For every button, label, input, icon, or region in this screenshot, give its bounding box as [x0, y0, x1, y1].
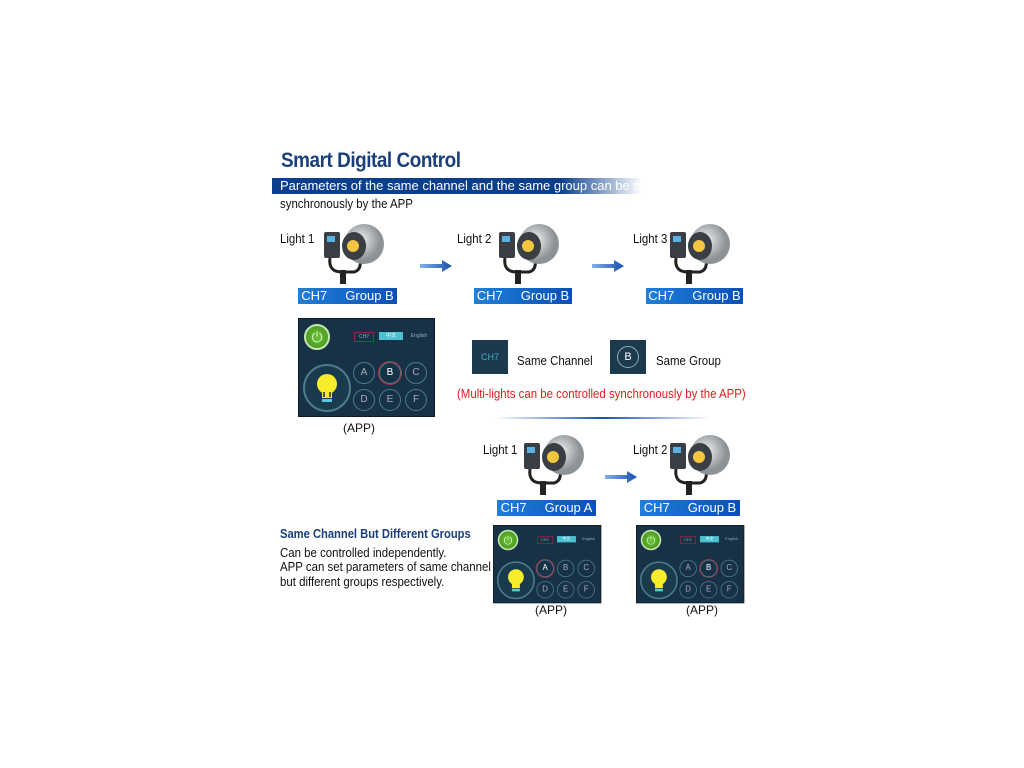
sync-note: (Multi-lights can be controlled synchron… [457, 386, 746, 401]
group: Group B [520, 288, 570, 303]
channel: CH7 [476, 288, 503, 303]
same-group-label: Same Group [656, 353, 721, 368]
studio-light-icon [520, 433, 586, 497]
group-button-a[interactable]: A [353, 362, 375, 384]
divider [495, 417, 710, 419]
app-caption: (APP) [535, 603, 568, 617]
app-caption: (APP) [343, 421, 376, 435]
group: Group B [687, 500, 737, 515]
app-caption: (APP) [686, 603, 719, 617]
studio-light-icon [666, 222, 732, 286]
light-2-label: Light 2 [457, 231, 492, 246]
group-button-d[interactable]: D [536, 581, 554, 599]
tab-channel[interactable]: CH7 [537, 536, 554, 544]
group-button-d[interactable]: D [679, 581, 697, 599]
group-button-c[interactable]: C [405, 362, 427, 384]
group-button-f[interactable]: F [405, 389, 427, 411]
channel: CH7 [301, 288, 328, 303]
group-button-b[interactable]: B [378, 361, 402, 385]
app-panel-group-a: ⏻ CH7 中文 English A B C D E F [493, 525, 602, 604]
group-button-b[interactable]: B [699, 558, 719, 578]
channel: CH7 [648, 288, 675, 303]
lightbulb-icon[interactable] [496, 561, 535, 600]
group: Group B [345, 288, 394, 303]
tab-chinese[interactable]: 中文 [556, 536, 576, 543]
page-title: Smart Digital Control [281, 149, 461, 172]
tab-channel[interactable]: CH7 [354, 332, 374, 342]
light-1-label: Light 1 [483, 442, 518, 457]
group-button-e[interactable]: E [379, 389, 401, 411]
lightbulb-icon[interactable] [303, 364, 351, 412]
section-heading: Same Channel But Different Groups [280, 526, 471, 541]
channel: CH7 [643, 500, 670, 515]
power-button[interactable]: ⏻ [497, 529, 519, 551]
light-1-channel-group: CH7 Group A [497, 500, 596, 516]
studio-light-icon [666, 433, 732, 497]
studio-light-icon [320, 222, 386, 286]
arrow-right-icon [420, 260, 452, 272]
arrow-right-icon [605, 471, 637, 483]
group-button-c[interactable]: C [577, 559, 595, 578]
group-button-f[interactable]: F [577, 581, 595, 599]
group-b-badge: B [617, 346, 639, 368]
studio-light-icon [495, 222, 561, 286]
light-3-channel-group: CH7 Group B [646, 288, 743, 304]
light-2-channel-group: CH7 Group B [474, 288, 572, 304]
tab-english[interactable]: English [582, 536, 596, 542]
group-button-a[interactable]: A [535, 558, 555, 578]
power-button[interactable]: ⏻ [640, 529, 662, 551]
same-group-icon: B [610, 340, 646, 374]
group-button-d[interactable]: D [353, 389, 375, 411]
section-line: APP can set parameters of same channel [280, 559, 491, 574]
group-button-a[interactable]: A [679, 559, 697, 578]
tab-chinese[interactable]: 中文 [379, 332, 403, 340]
tab-english[interactable]: English [410, 333, 428, 339]
group: Group B [692, 288, 741, 303]
light-3-label: Light 3 [633, 231, 668, 246]
app-panel-group-b: ⏻ CH7 中文 English A B C D E F [636, 525, 745, 604]
group: Group A [544, 500, 593, 515]
group-button-f[interactable]: F [720, 581, 738, 599]
group-button-e[interactable]: E [699, 581, 718, 599]
group-button-c[interactable]: C [720, 559, 738, 578]
arrow-right-icon [592, 260, 624, 272]
group-button-e[interactable]: E [556, 581, 575, 599]
subtitle-continuation: synchronously by the APP [280, 196, 413, 211]
same-channel-icon: CH7 [472, 340, 508, 374]
channel: CH7 [500, 500, 527, 515]
light-1-channel-group: CH7 Group B [298, 288, 397, 304]
subtitle-banner: Parameters of the same channel and the s… [272, 178, 651, 194]
app-panel: ⏻ CH7 中文 English A B C D E F [298, 318, 435, 417]
tab-channel[interactable]: CH7 [680, 536, 697, 544]
tab-english[interactable]: English [725, 536, 739, 542]
power-button[interactable]: ⏻ [304, 324, 330, 350]
light-1-label: Light 1 [280, 231, 315, 246]
section-line: Can be controlled independently. [280, 545, 447, 560]
lightbulb-icon[interactable] [639, 561, 678, 600]
light-2-label: Light 2 [633, 442, 668, 457]
light-2-channel-group: CH7 Group B [640, 500, 740, 516]
group-button-b[interactable]: B [556, 559, 575, 578]
same-channel-label: Same Channel [517, 353, 593, 368]
tab-chinese[interactable]: 中文 [699, 536, 719, 543]
section-line: but different groups respectively. [280, 574, 445, 589]
